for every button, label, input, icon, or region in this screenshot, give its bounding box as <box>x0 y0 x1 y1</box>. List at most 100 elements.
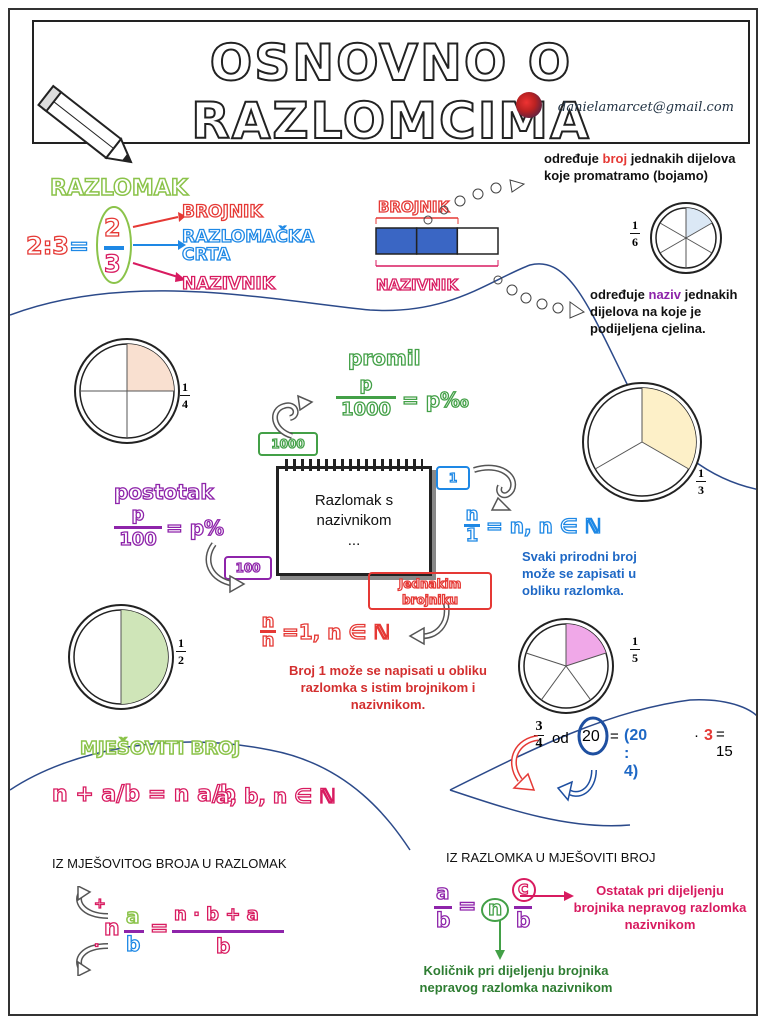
od-n: 3 <box>535 719 543 734</box>
tf-plus: + <box>93 895 106 912</box>
center-notebook: Razlomak s nazivnikom ... <box>276 459 432 576</box>
crta-label-2: CRTA <box>181 245 231 265</box>
tf-line <box>124 930 144 933</box>
mjesoviti-label: MJEŠOVITI BROJ <box>79 737 241 760</box>
nazivnik-label: NAZIVNIK <box>181 273 275 294</box>
center-line-2: nazivnikom <box>316 512 392 529</box>
to-fraction-arrows <box>76 886 109 976</box>
frac-quarter-n: 1 <box>182 380 188 394</box>
od-arrows <box>511 735 597 802</box>
nazivnik-description: određuje naziv jednakih dijelova na koje… <box>590 286 756 337</box>
od-three: 3 <box>704 727 713 744</box>
od-dot: · <box>694 727 699 744</box>
pie-divider <box>641 441 690 470</box>
postotak-den: 100 <box>119 528 158 550</box>
crta-label-1: RAZLOMAČKA <box>181 227 315 247</box>
postotak-formula: p 100 <box>114 503 162 551</box>
promil-formula: p 1000 <box>336 373 396 421</box>
frac-sixth-d: 6 <box>632 235 638 249</box>
tm-n: n <box>487 895 503 920</box>
notebook-spiral <box>285 459 423 471</box>
pie-sixth <box>650 202 722 274</box>
frac-quarter-d: 4 <box>182 397 188 411</box>
natural-box: 1 <box>436 466 470 490</box>
tf-num: n · b + a <box>173 903 259 925</box>
frac-third-n: 1 <box>698 466 704 480</box>
curl-arrow-natural <box>473 464 517 511</box>
postotak-eq: = p% <box>165 515 225 540</box>
pie-divider <box>540 665 567 701</box>
center-text: Razlomak s nazivnikom ... <box>279 491 429 551</box>
frac-fifth-d: 5 <box>632 651 638 665</box>
brojnik-description: određuje broj jednakih dijelova koje pro… <box>544 150 754 184</box>
bar-cell <box>375 227 418 255</box>
frac-half-d: 2 <box>178 653 184 667</box>
od-expr: (20 : 4) <box>624 727 648 780</box>
natural-den: 1 <box>465 525 479 546</box>
od-circle <box>577 716 609 756</box>
center-line-3: ... <box>347 532 361 549</box>
tf-n: n <box>103 915 120 941</box>
razlomak-arrows <box>132 212 186 282</box>
promil-den: 1000 <box>340 398 392 420</box>
one-den: n <box>261 630 275 651</box>
pie-divider <box>685 222 713 239</box>
worksheet-page: OSNOVNO O RAZLOMCIMA danielamarcet@gmail… <box>8 8 758 1016</box>
promil-label: promil <box>347 345 421 370</box>
mjesoviti-cond: a, b, n ∈ ℕ <box>215 783 336 808</box>
postotak-num: p <box>131 503 145 525</box>
bar-brojnik-label: BROJNIK <box>377 197 450 216</box>
pie-divider <box>565 665 592 701</box>
tf-a: a <box>125 903 140 929</box>
frac-half-n: 1 <box>178 636 184 650</box>
od-word: od <box>552 730 569 747</box>
mjesoviti-formula: n + a/b = n a/b <box>51 781 236 807</box>
page-title: OSNOVNO O RAZLOMCIMA <box>190 33 591 151</box>
natural-text: Svaki prirodni broj može se zapisati u o… <box>522 549 637 598</box>
tm-c: c <box>517 877 529 899</box>
od-eq1: = <box>610 728 619 745</box>
jednakim-line-1: Jednakim <box>398 576 462 591</box>
bubble-trail-top <box>423 179 526 225</box>
tm-line2 <box>514 906 532 909</box>
desc-mid-post: jednakih dijelova na koje je podijeljena… <box>590 287 738 336</box>
pie-divider <box>594 441 643 470</box>
tf-line2 <box>172 930 284 933</box>
natural-formula: = n, n ∈ ℕ <box>485 513 602 538</box>
promil-box-text: 1000 <box>271 436 306 451</box>
od-num: 20 <box>582 728 600 745</box>
tf-den: b <box>215 933 231 958</box>
natural-num: n <box>465 504 479 525</box>
od-eq2: = 15 <box>716 726 733 760</box>
razlomak-oval <box>96 206 132 284</box>
promil-eq: = p‰ <box>401 387 469 412</box>
pie-slice <box>121 610 168 704</box>
bar-model <box>375 217 499 267</box>
postotak-box-text: 100 <box>235 560 261 575</box>
razlomak-label: RAZLOMAK <box>49 175 188 202</box>
ratio-text: 2:3 <box>25 231 69 260</box>
logo-icon <box>516 92 542 118</box>
od-d: 4 <box>535 736 543 751</box>
promil-num: p <box>359 373 373 395</box>
header: OSNOVNO O RAZLOMCIMA danielamarcet@gmail… <box>32 20 750 151</box>
desc-top-pre: određuje <box>544 151 603 166</box>
author-email: danielamarcet@gmail.com <box>558 100 734 115</box>
frac-fifth-n: 1 <box>632 634 638 648</box>
desc-top-key: broj <box>602 151 628 166</box>
frac-sixth-n: 1 <box>632 218 638 232</box>
natural-box-text: 1 <box>448 470 458 485</box>
quotient-text: Količnik pri dijeljenju brojnika nepravo… <box>419 963 613 995</box>
tm-c-circle <box>512 878 536 902</box>
curl-arrow-promil <box>272 394 314 439</box>
pie-quarter <box>74 338 180 444</box>
postotak-label: postotak <box>113 479 214 504</box>
pie-slice <box>686 208 712 238</box>
pencil-icon <box>37 84 133 164</box>
razlomak-numerator: 2 <box>103 213 121 242</box>
